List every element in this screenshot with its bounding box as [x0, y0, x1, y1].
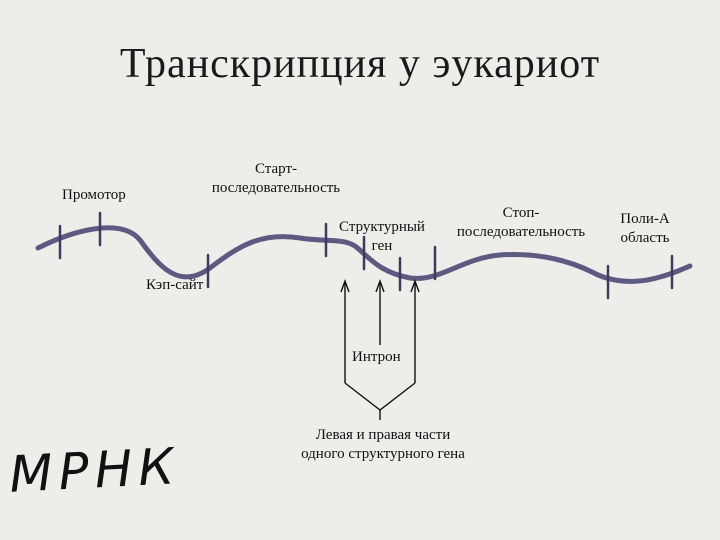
label-intron: Интрон [352, 349, 401, 365]
label-stop-sequence: Стоп- последовательность [456, 205, 586, 240]
handwritten-mrna-label: МРНК [8, 437, 182, 504]
slide-title: Транскрипция у эукариот [119, 41, 601, 87]
label-polya-region: Поли-А область [620, 211, 670, 246]
label-cap-site: Кэп-сайт [146, 277, 204, 293]
label-start-sequence: Старт- последовательность [211, 161, 341, 196]
label-structural-gene: Структурный ген [339, 219, 425, 254]
label-gene-parts: Левая и правая части одного структурного… [301, 427, 465, 462]
dna-strand [35, 225, 693, 284]
label-promoter: Промотор [62, 187, 126, 203]
bracket [344, 382, 416, 411]
